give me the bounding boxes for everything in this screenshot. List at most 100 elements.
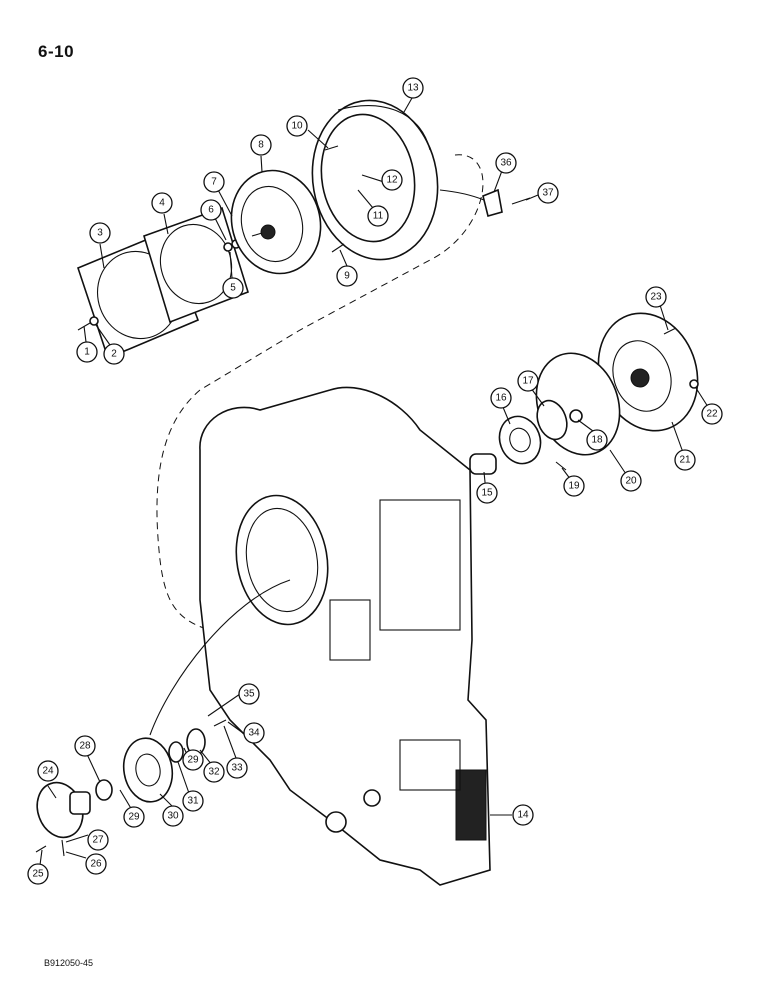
callout-18: 18 (586, 429, 608, 451)
callout-31: 31 (182, 790, 204, 812)
part-23-bolt (663, 327, 677, 335)
callout-34: 34 (243, 722, 265, 744)
callout-11: 11 (367, 205, 389, 227)
part-8-torque-converter (230, 169, 322, 275)
callout-26: 26 (85, 853, 107, 875)
svg-text:5: 5 (230, 283, 236, 294)
callout-20: 20 (620, 470, 642, 492)
wire-36 (439, 189, 485, 201)
part-15-sleeve (469, 453, 497, 475)
svg-text:27: 27 (92, 835, 104, 846)
page-number: 6-10 (38, 42, 75, 61)
part-33-screw (213, 719, 227, 727)
callout-17: 17 (517, 370, 539, 392)
part-25-bolt (35, 845, 47, 853)
callout-16: 16 (490, 387, 512, 409)
svg-text:30: 30 (167, 811, 179, 822)
svg-text:6: 6 (208, 205, 214, 216)
svg-text:1: 1 (84, 347, 90, 358)
callout-25: 25 (27, 863, 49, 885)
callout-28: 28 (74, 735, 96, 757)
callout-22: 22 (701, 403, 723, 425)
svg-text:8: 8 (258, 140, 264, 151)
svg-text:14: 14 (517, 810, 529, 821)
assembly-outline-dashed (156, 154, 484, 631)
part-18-snap-ring (569, 409, 583, 423)
svg-text:19: 19 (568, 481, 580, 492)
part-26-27-pins (61, 839, 65, 857)
callout-19: 19 (563, 475, 585, 497)
callout-23: 23 (645, 286, 667, 308)
callout-35: 35 (238, 683, 260, 705)
callout-10: 10 (286, 115, 308, 137)
callout-36: 36 (495, 152, 517, 174)
callout-14: 14 (512, 804, 534, 826)
svg-text:15: 15 (481, 488, 493, 499)
svg-text:29: 29 (128, 812, 140, 823)
svg-text:35: 35 (243, 689, 255, 700)
callout-21: 21 (674, 449, 696, 471)
svg-text:3: 3 (97, 228, 103, 239)
callout-32: 32 (203, 761, 225, 783)
callout-15: 15 (476, 482, 498, 504)
callout-33: 33 (226, 757, 248, 779)
wire-gear-to-case (149, 579, 291, 736)
svg-text:17: 17 (522, 376, 534, 387)
svg-text:23: 23 (650, 292, 662, 303)
callout-8: 8 (250, 134, 272, 156)
part-17-ring (536, 399, 568, 441)
part-30-gear (122, 737, 174, 803)
callout-6: 6 (200, 199, 222, 221)
svg-text:16: 16 (495, 393, 507, 404)
svg-text:24: 24 (42, 766, 54, 777)
callout-29-right: 29 (182, 749, 204, 771)
svg-text:26: 26 (90, 859, 102, 870)
callout-4: 4 (151, 192, 173, 214)
callout-30: 30 (162, 805, 184, 827)
svg-text:11: 11 (373, 211, 384, 222)
svg-text:2: 2 (111, 349, 117, 360)
callout-27: 27 (87, 829, 109, 851)
svg-text:22: 22 (706, 409, 718, 420)
svg-text:31: 31 (187, 796, 199, 807)
part-24-flange (36, 781, 91, 839)
part-9-bolt (331, 243, 345, 253)
part-28-ring (95, 779, 113, 801)
svg-text:20: 20 (625, 476, 637, 487)
part-4-plate (143, 206, 249, 324)
svg-text:29: 29 (187, 755, 199, 766)
figure-code: B912050-45 (44, 958, 94, 968)
callout-1: 1 (76, 341, 98, 363)
callout-2: 2 (103, 343, 125, 365)
part-19-pin (555, 461, 567, 471)
callout-3: 3 (89, 222, 111, 244)
svg-text:12: 12 (386, 175, 398, 186)
callout-29-left: 29 (123, 806, 145, 828)
svg-text:18: 18 (591, 435, 603, 446)
svg-text:33: 33 (231, 763, 243, 774)
svg-text:36: 36 (500, 158, 512, 169)
part-16-bearing (498, 415, 542, 465)
svg-text:9: 9 (344, 271, 350, 282)
svg-text:13: 13 (407, 83, 419, 94)
callout-13: 13 (402, 77, 424, 99)
svg-text:34: 34 (248, 728, 260, 739)
callout-12: 12 (381, 169, 403, 191)
svg-text:25: 25 (32, 869, 44, 880)
part-14-transmission-case (199, 386, 491, 886)
callout-37: 37 (537, 182, 559, 204)
svg-text:32: 32 (208, 767, 220, 778)
part-1-bolt (77, 316, 99, 331)
part-22-plug (689, 379, 699, 389)
callout-24: 24 (37, 760, 59, 782)
svg-text:21: 21 (679, 455, 691, 466)
svg-text:10: 10 (291, 121, 303, 132)
callout-9: 9 (336, 265, 358, 287)
part-31-washer (168, 741, 184, 763)
svg-text:7: 7 (211, 177, 217, 188)
svg-text:28: 28 (79, 741, 91, 752)
svg-text:4: 4 (159, 198, 165, 209)
part-36-bracket (482, 188, 503, 217)
svg-text:37: 37 (542, 188, 554, 199)
